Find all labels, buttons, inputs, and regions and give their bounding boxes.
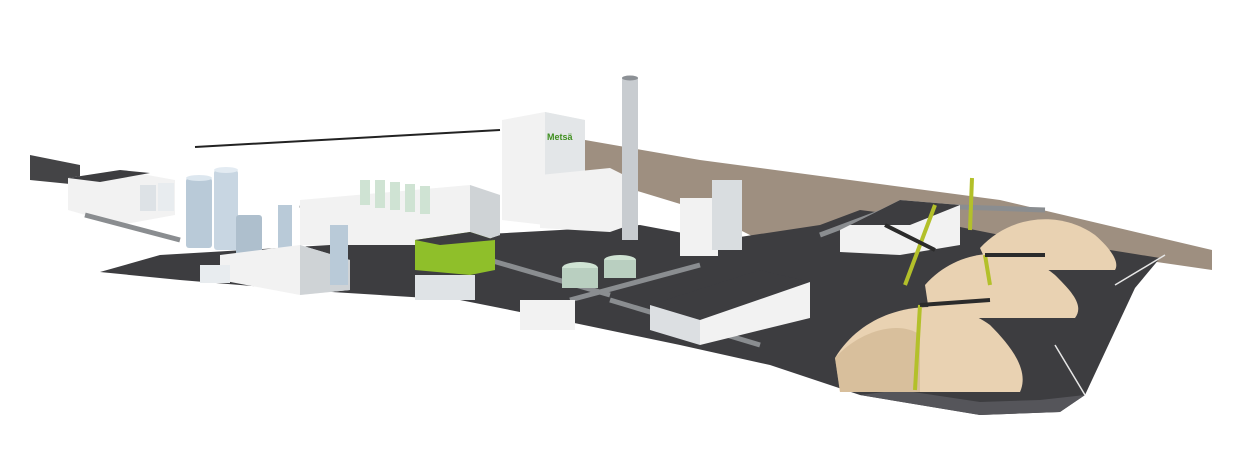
silo-small — [158, 183, 174, 211]
stacker-cranes — [884, 177, 1045, 391]
mill-hall — [300, 185, 500, 245]
crane-mast — [983, 254, 992, 286]
central-mill — [300, 180, 500, 300]
tank-farm — [520, 255, 636, 330]
yard-markings — [1054, 254, 1166, 396]
cyclone-tower — [330, 225, 348, 285]
green-tank — [405, 184, 415, 212]
cable-line — [194, 129, 501, 148]
mill-hall-side — [470, 185, 500, 245]
crane-mast — [968, 177, 974, 231]
warehouse-roof — [650, 270, 810, 320]
chimney-top — [622, 75, 638, 81]
yard-line — [1114, 254, 1166, 286]
silo — [236, 215, 262, 260]
railway-track — [30, 155, 80, 185]
tower-frame — [712, 180, 742, 250]
tank-group — [415, 275, 475, 300]
green-tank — [360, 180, 370, 205]
crane-boom — [919, 298, 991, 307]
green-tank — [390, 182, 400, 210]
chimney — [622, 78, 638, 240]
green-building-roof — [415, 232, 495, 245]
silo-top — [186, 175, 212, 181]
small-building — [520, 300, 575, 330]
chip-pile-shade — [835, 328, 920, 392]
warehouse-wall — [700, 282, 810, 345]
crane-mast — [913, 304, 922, 391]
screening-tower — [680, 180, 742, 256]
turbine-hall — [540, 168, 630, 232]
yard-line — [1054, 344, 1086, 396]
silo-small — [140, 185, 156, 211]
crane-boom — [884, 223, 936, 252]
silo-top — [214, 167, 238, 173]
green-tank-row — [360, 180, 430, 214]
green-tank — [420, 186, 430, 214]
power-plant: Metsä — [502, 75, 638, 240]
round-tank-body — [604, 260, 636, 278]
tall-silo — [186, 178, 212, 248]
warehouse-roof — [68, 170, 150, 182]
conveyor — [569, 262, 701, 303]
green-tank — [375, 180, 385, 208]
tower-body — [680, 198, 718, 256]
yard-edge — [860, 390, 1085, 415]
small-tanks — [200, 265, 230, 283]
tall-silo — [214, 170, 238, 250]
left-railway — [30, 155, 80, 185]
conveyor — [84, 212, 181, 243]
brand-label: Metsä — [547, 132, 574, 142]
warehouse-end — [650, 305, 700, 345]
round-tank-body — [562, 268, 598, 288]
crane-mast — [903, 204, 937, 286]
left-warehouse — [68, 170, 175, 225]
warehouse-front — [68, 170, 175, 225]
long-warehouse — [650, 270, 810, 345]
